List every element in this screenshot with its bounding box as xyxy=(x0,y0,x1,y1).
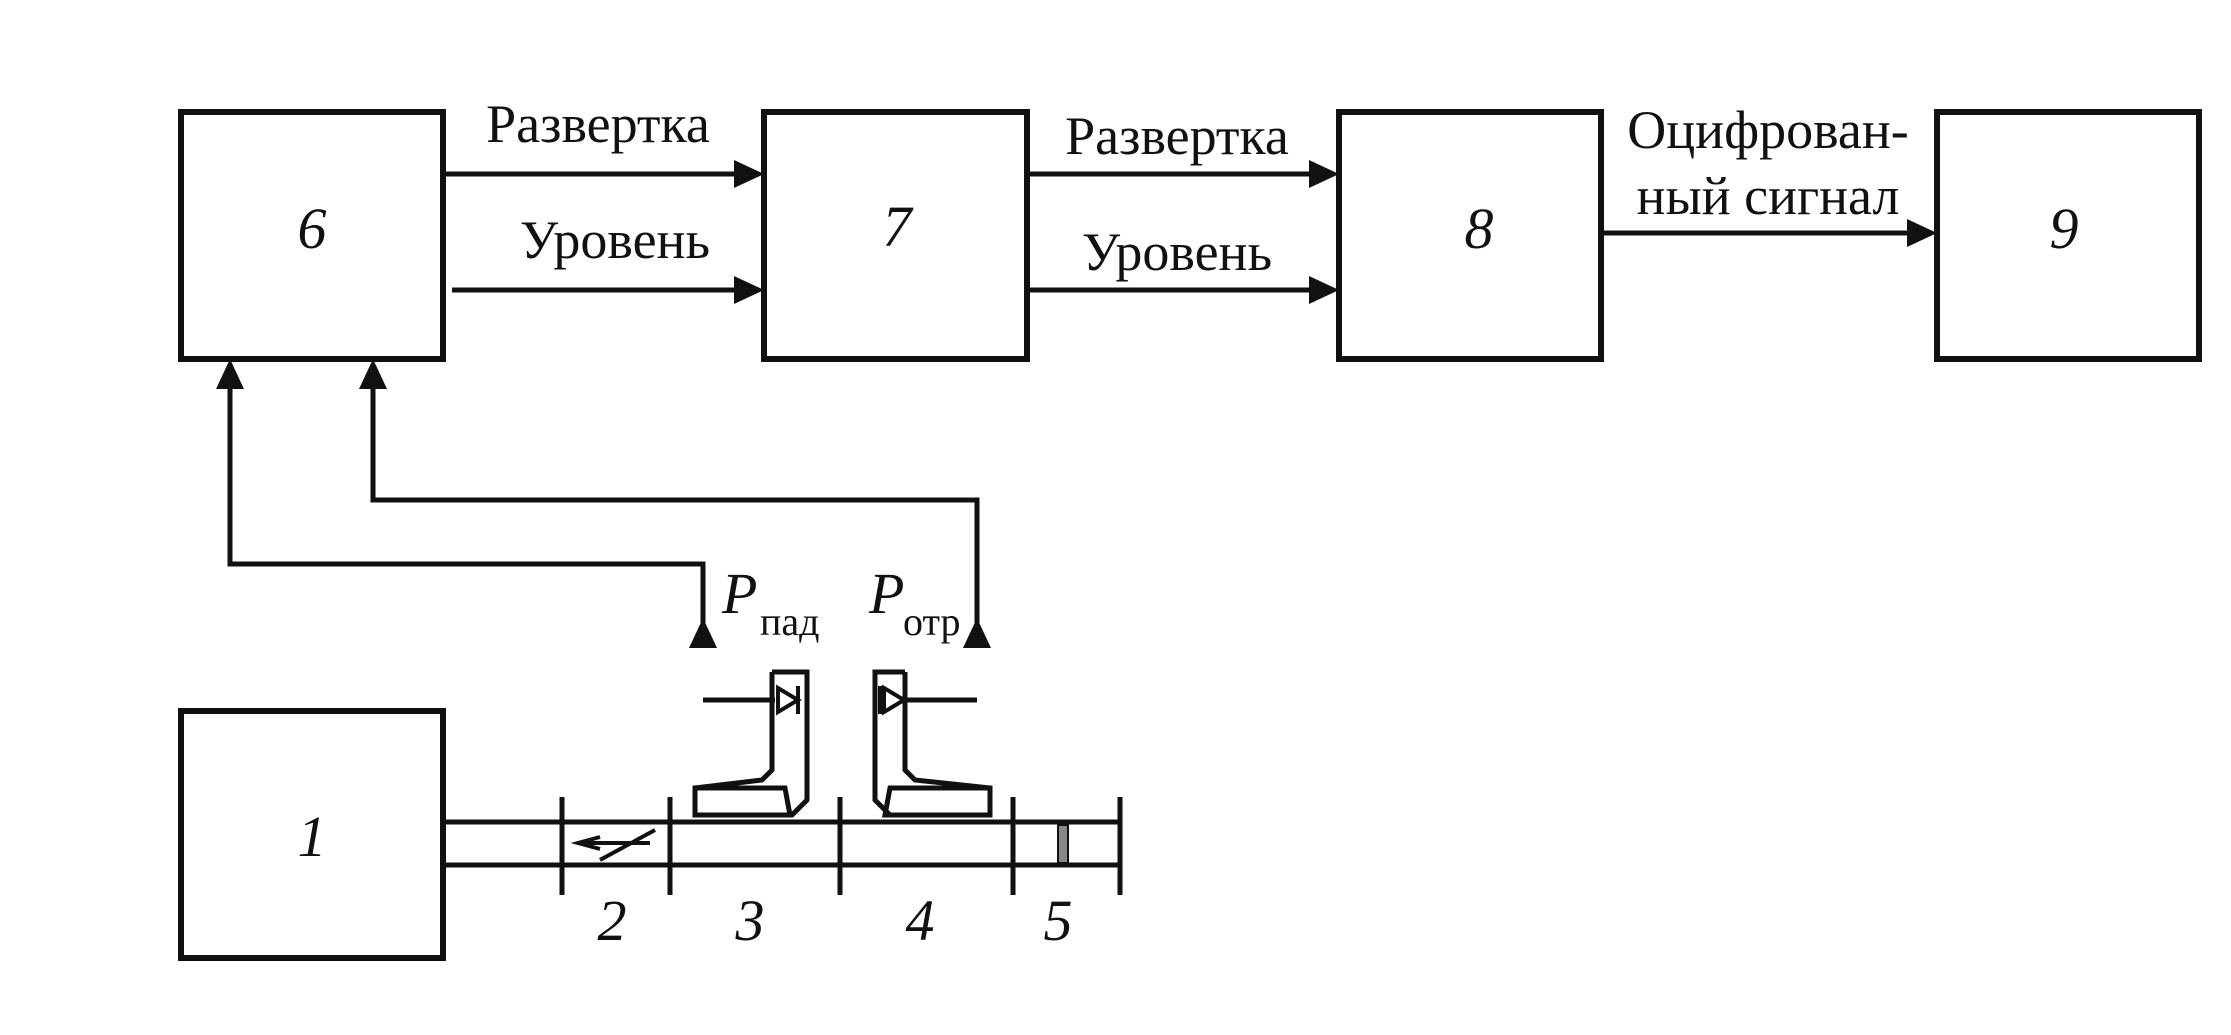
block-6-label: 6 xyxy=(298,196,327,261)
svg-text:P: P xyxy=(868,561,904,626)
line-incident-to-6 xyxy=(216,359,706,628)
block-9-label: 9 xyxy=(2050,196,2079,261)
block-1-label: 1 xyxy=(298,804,327,869)
label-sweep-6-7: Развертка xyxy=(486,94,710,154)
line-reflected-to-6 xyxy=(359,359,980,628)
coupler-incident xyxy=(692,669,810,818)
svg-text:пад: пад xyxy=(760,599,820,644)
block-1: 1 xyxy=(178,708,446,961)
section-2-label: 2 xyxy=(598,888,627,953)
label-level-7-8: Уровень xyxy=(1082,222,1272,282)
block-8-label: 8 xyxy=(1465,196,1494,261)
detector-incident xyxy=(703,684,802,716)
arrow-incident-up xyxy=(689,618,717,648)
arrow-reflected-up xyxy=(963,618,991,648)
section-3-label: 3 xyxy=(735,888,765,953)
arrow-level-7-8 xyxy=(1030,276,1339,304)
arrow-sweep-7-8 xyxy=(1030,160,1339,188)
waveguide xyxy=(446,797,1123,895)
arrow-level-6-7 xyxy=(452,276,764,304)
label-digital-line1: Оцифрован- xyxy=(1627,100,1908,160)
block-7: 7 xyxy=(761,109,1030,362)
label-level-6-7: Уровень xyxy=(520,210,710,270)
svg-text:P: P xyxy=(721,561,757,626)
block-8: 8 xyxy=(1336,109,1604,362)
label-digital-line2: ный сигнал xyxy=(1637,166,1900,226)
block-6: 6 xyxy=(178,109,446,362)
block-7-label: 7 xyxy=(883,194,914,259)
section-5-label: 5 xyxy=(1044,888,1073,953)
label-p-incident: P пад xyxy=(721,561,820,644)
coupler-reflected xyxy=(872,669,993,818)
svg-text:отр: отр xyxy=(903,599,960,644)
label-p-reflected: P отр xyxy=(868,561,960,644)
section-4-label: 4 xyxy=(906,888,935,953)
label-sweep-7-8: Развертка xyxy=(1065,106,1289,166)
arrow-sweep-6-7 xyxy=(446,160,764,188)
block-9: 9 xyxy=(1934,109,2202,362)
detector-reflected xyxy=(878,684,977,716)
arrow-digital-8-9 xyxy=(1604,219,1937,247)
